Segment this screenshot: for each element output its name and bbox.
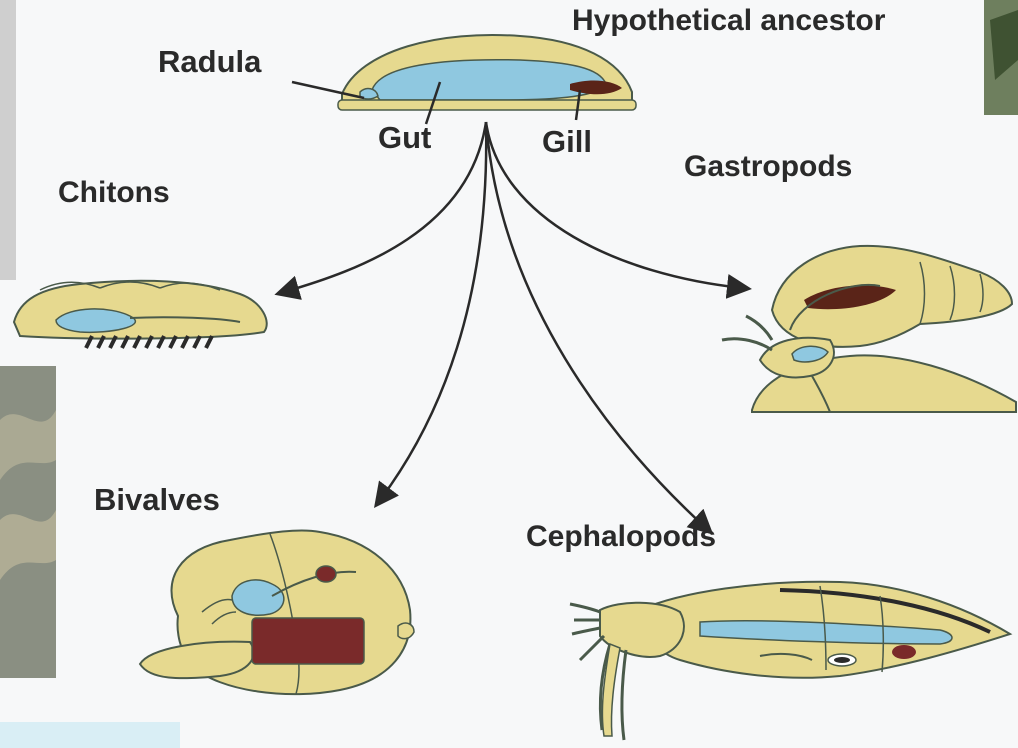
gut-label: Gut xyxy=(378,120,431,156)
left-photo-strip xyxy=(0,0,56,678)
gastropods-label: Gastropods xyxy=(684,150,852,184)
bivalve-gut xyxy=(232,580,284,615)
arrow-to-gastropods xyxy=(486,122,742,288)
bivalves-label: Bivalves xyxy=(94,482,220,518)
arrow-to-cephalopods xyxy=(486,122,706,528)
ancestor-mollusc-illustration xyxy=(292,35,636,124)
arrow-to-bivalves xyxy=(380,122,486,500)
right-photo-strip xyxy=(984,0,1018,115)
bottom-left-photo-strip xyxy=(0,722,180,748)
chitons-label: Chitons xyxy=(58,176,170,210)
cephalopods-label: Cephalopods xyxy=(526,520,716,554)
radula-label: Radula xyxy=(158,44,261,80)
chiton-gut xyxy=(56,309,135,332)
cephalopod-illustration xyxy=(570,582,1010,740)
cephalopod-gill xyxy=(892,645,916,659)
hypothetical-ancestor-label: Hypothetical ancestor xyxy=(572,4,885,38)
bivalve-illustration xyxy=(140,530,414,694)
evolution-arrows xyxy=(284,122,742,528)
chiton-illustration xyxy=(14,281,267,348)
gastropod-shell xyxy=(772,246,1012,347)
gastropod-illustration xyxy=(722,246,1016,412)
bivalve-foot xyxy=(140,642,254,679)
gill-label: Gill xyxy=(542,124,592,160)
bivalve-gill xyxy=(252,618,364,664)
